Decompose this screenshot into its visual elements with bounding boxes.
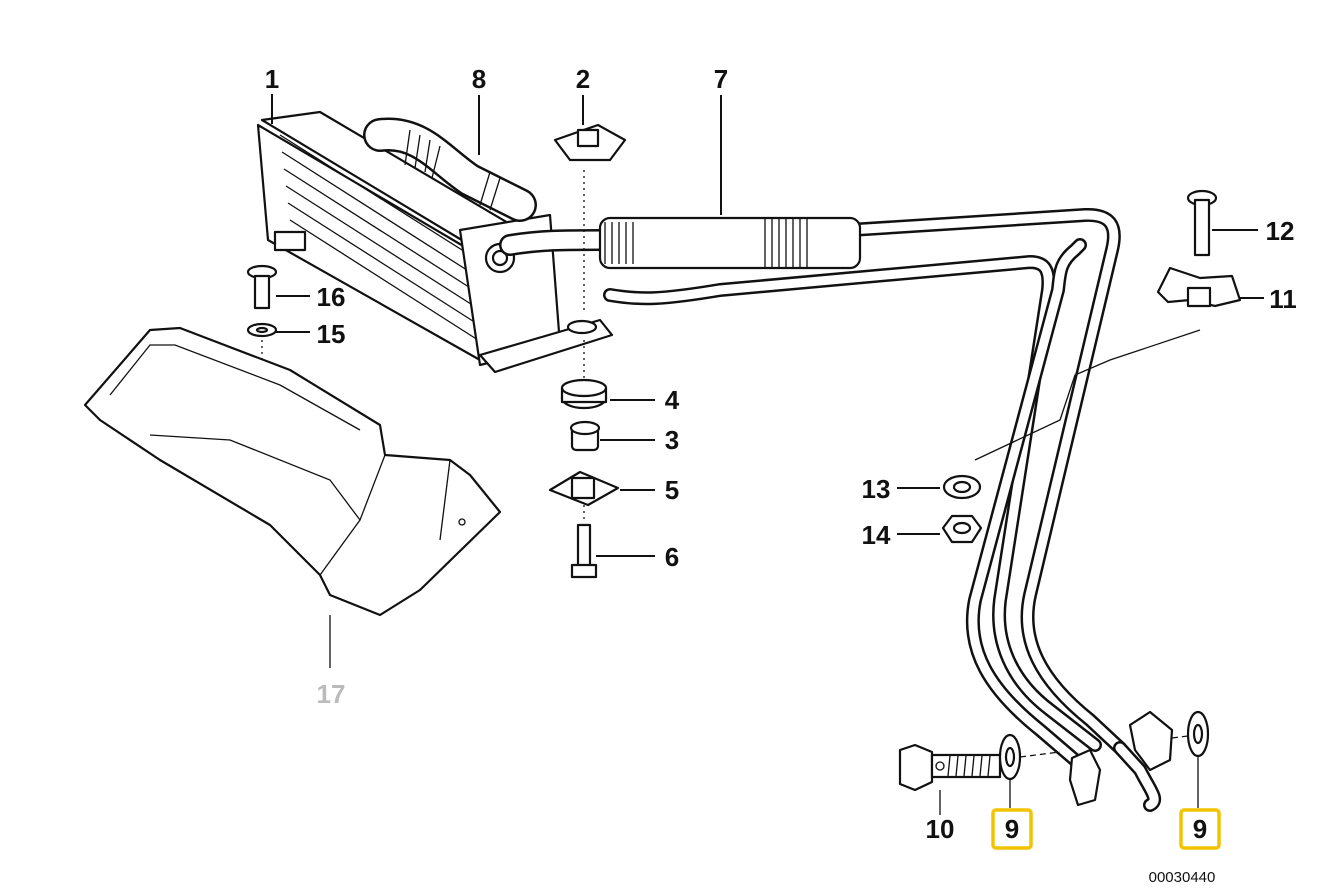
callout-15[interactable]: 15 (317, 319, 346, 349)
callout-9-right[interactable]: 9 (1193, 814, 1207, 844)
callout-5[interactable]: 5 (665, 475, 679, 505)
hose-7 (499, 216, 862, 270)
callout-9-left[interactable]: 9 (1005, 814, 1019, 844)
oil-pipes (603, 207, 1201, 767)
callout-16[interactable]: 16 (317, 282, 346, 312)
callout-labels: 1 2 3 4 5 6 7 8 9 9 10 11 12 13 14 15 16… (265, 64, 1297, 844)
callout-13[interactable]: 13 (862, 474, 891, 504)
callout-3[interactable]: 3 (665, 425, 679, 455)
callout-4[interactable]: 4 (665, 385, 680, 415)
callout-14[interactable]: 14 (862, 520, 891, 550)
highlight-box-9-right (1179, 808, 1221, 850)
callout-2[interactable]: 2 (576, 64, 590, 94)
drawing-number: 00030440 (1149, 869, 1216, 886)
callout-11[interactable]: 11 (1269, 284, 1297, 314)
leader-lines (271, 94, 1264, 557)
hose-8 (363, 117, 537, 222)
heat-shield-17 (83, 326, 502, 668)
banjo-bolt-10 (898, 710, 1210, 815)
bolt-16-washer-15 (246, 264, 278, 370)
callout-6[interactable]: 6 (665, 542, 679, 572)
callout-8[interactable]: 8 (472, 64, 486, 94)
callout-17[interactable]: 17 (317, 679, 346, 709)
highlight-box-9-left (991, 808, 1033, 850)
mount-hardware (548, 123, 627, 579)
callout-7[interactable]: 7 (714, 64, 728, 94)
callout-1[interactable]: 1 (265, 64, 279, 94)
callout-12[interactable]: 12 (1266, 216, 1295, 246)
clamp-hardware (941, 189, 1242, 544)
callout-10[interactable]: 10 (926, 814, 955, 844)
